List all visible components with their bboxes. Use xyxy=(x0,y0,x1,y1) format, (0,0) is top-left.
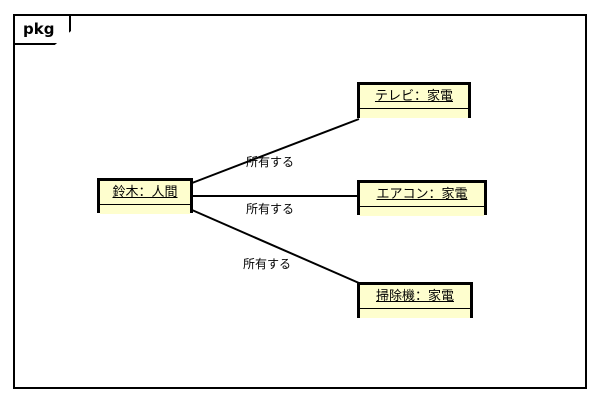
object-title-text-terebi: テレビ：家電 xyxy=(374,89,453,104)
object-title-terebi: テレビ：家電 xyxy=(360,85,468,109)
object-title-text-soujiki: 掃除機：家電 xyxy=(375,289,454,304)
object-node-suzuki[interactable]: 鈴木：人間 xyxy=(97,178,193,214)
object-compartment-suzuki xyxy=(100,205,190,214)
link-label-suzuki-terebi: 所有する xyxy=(246,155,295,169)
link-label-suzuki-soujiki: 所有する xyxy=(243,257,292,271)
object-title-text-suzuki: 鈴木：人間 xyxy=(112,185,178,200)
object-title-soujiki: 掃除機：家電 xyxy=(360,285,470,309)
object-compartment-eakon xyxy=(360,207,484,216)
object-node-soujiki[interactable]: 掃除機：家電 xyxy=(357,282,473,318)
package-label: pkg xyxy=(23,20,55,38)
object-node-terebi[interactable]: テレビ：家電 xyxy=(357,82,471,118)
object-title-suzuki: 鈴木：人間 xyxy=(100,181,190,205)
object-title-text-eakon: エアコン：家電 xyxy=(376,187,468,202)
object-compartment-terebi xyxy=(360,109,468,118)
object-title-eakon: エアコン：家電 xyxy=(360,183,484,207)
package-frame xyxy=(13,14,587,389)
link-label-suzuki-eakon: 所有する xyxy=(246,202,295,216)
object-compartment-soujiki xyxy=(360,309,470,318)
object-node-eakon[interactable]: エアコン：家電 xyxy=(357,180,487,216)
